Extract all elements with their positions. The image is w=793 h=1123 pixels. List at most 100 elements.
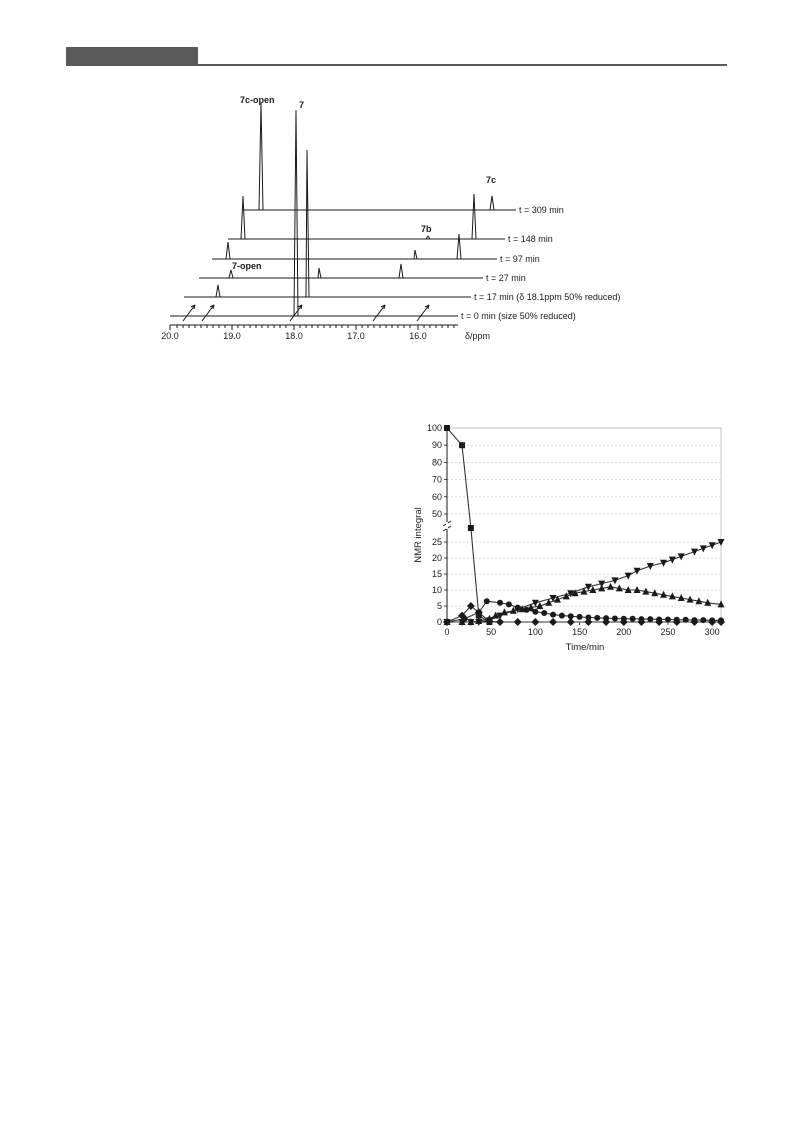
ppm-tick-label: 19.0 — [223, 331, 241, 341]
ppm-tick-label: 18.0 — [285, 331, 303, 341]
data-point-triangle-down — [646, 563, 654, 570]
data-point-circle — [647, 616, 654, 623]
ppm-tick-label: 17.0 — [347, 331, 365, 341]
data-point-triangle-down — [584, 583, 592, 591]
data-point-triangle-down — [690, 548, 698, 556]
trace-label-17: t = 17 min (δ 18.1ppm 50% reduced) — [474, 292, 620, 302]
data-point-circle — [576, 613, 583, 620]
ppm-tick-label: 16.0 — [409, 331, 427, 341]
data-point-triangle-up — [686, 595, 694, 603]
data-point-triangle-down — [633, 567, 641, 575]
data-point-triangle-down — [598, 580, 606, 588]
data-point-triangle-up — [509, 606, 517, 614]
data-point-triangle-down — [485, 617, 493, 625]
header-bar-block — [66, 47, 198, 65]
data-point-square — [467, 525, 474, 531]
data-point-triangle-up — [695, 597, 703, 605]
data-point-circle — [629, 615, 636, 622]
peak-97-c — [412, 249, 419, 260]
data-point-triangle-down — [677, 553, 685, 561]
data-point-diamond — [496, 618, 505, 626]
data-point-triangle-up — [624, 586, 632, 593]
y-tick-label: 25 — [432, 537, 442, 547]
data-point-diamond — [584, 618, 593, 626]
data-point-diamond — [717, 618, 725, 626]
data-point-triangle-down — [475, 619, 483, 626]
data-point-triangle-up — [536, 602, 544, 609]
data-point-diamond — [513, 618, 522, 626]
data-point-triangle-up — [545, 598, 553, 606]
depth-arrows — [182, 304, 430, 322]
data-point-triangle-up — [660, 590, 668, 598]
trace-label-97: t = 97 min — [500, 254, 540, 264]
x-tick-label: 150 — [572, 627, 587, 637]
data-point-diamond — [474, 608, 483, 617]
y-tick-label: 100 — [427, 423, 442, 433]
data-point-circle — [567, 613, 574, 620]
data-point-triangle-down — [514, 606, 522, 614]
data-point-circle — [497, 599, 504, 606]
x-tick-label: 0 — [444, 627, 449, 637]
data-point-circle — [664, 616, 671, 623]
trace-label-309: t = 309 min — [519, 205, 564, 215]
data-point-triangle-up — [704, 598, 712, 606]
data-point-triangle-down — [567, 590, 575, 598]
y-tick-label: 50 — [432, 509, 442, 519]
axis-break-gap — [446, 522, 448, 529]
data-point-circle — [594, 614, 601, 621]
x-tick-label: 100 — [528, 627, 543, 637]
data-point-diamond — [655, 618, 664, 626]
kinetics-grid — [447, 427, 721, 607]
data-point-triangle-down — [708, 542, 716, 550]
data-point-square — [459, 442, 466, 449]
x-axis-title: Time/min — [566, 642, 605, 653]
trace-label-0: t = 0 min (size 50% reduced) — [461, 311, 576, 321]
x-tick-label: 50 — [486, 627, 496, 637]
data-point-triangle-up — [651, 589, 659, 597]
y-axis-title: NMR integral — [413, 507, 424, 562]
ppm-axis-ticks — [169, 325, 455, 330]
peak-27-b — [316, 267, 323, 279]
data-point-diamond — [458, 611, 467, 620]
peak-148-b — [470, 193, 478, 240]
data-point-diamond — [566, 618, 575, 626]
data-point-triangle-down — [660, 559, 668, 567]
ppm-tick-label: 20.0 — [161, 331, 179, 341]
data-point-triangle-down — [611, 577, 619, 585]
y-tick-label: 10 — [432, 585, 442, 595]
header-rule — [66, 64, 727, 66]
y-tick-label: 5 — [437, 601, 442, 611]
data-point-triangle-up — [571, 589, 579, 597]
data-point-square — [444, 425, 450, 431]
data-point-circle — [682, 616, 689, 623]
nmr-stacked-spectra-figure: 7c-open 7 7c 7b 7-open t = 309 min t = 1… — [161, 95, 620, 341]
y-tick-label: 70 — [432, 475, 442, 485]
data-point-diamond — [549, 618, 558, 626]
data-point-triangle-up — [553, 595, 561, 603]
x-tick-label: 250 — [660, 627, 675, 637]
data-point-triangle-down — [699, 545, 707, 553]
data-point-triangle-down — [531, 599, 539, 607]
y-tick-label: 15 — [432, 569, 442, 579]
data-point-diamond — [602, 618, 611, 626]
y-tick-label: 60 — [432, 492, 442, 502]
x-tick-label: 200 — [616, 627, 631, 637]
data-point-circle — [585, 614, 592, 621]
data-point-circle — [505, 601, 512, 608]
data-point-diamond — [531, 618, 540, 626]
peak-27-c — [397, 263, 405, 279]
peak-17-a — [214, 284, 222, 298]
y-tick-label: 0 — [437, 617, 442, 627]
data-point-diamond — [466, 602, 475, 610]
peak-97-b — [455, 233, 463, 260]
data-point-circle — [611, 615, 618, 622]
data-point-triangle-up — [607, 582, 615, 590]
data-point-circle — [558, 612, 565, 619]
data-point-triangle-down — [458, 619, 466, 626]
peak-label-7b: 7b — [421, 224, 432, 234]
data-point-circle — [700, 617, 707, 624]
data-point-triangle-up — [518, 605, 526, 613]
kinetics-axes — [442, 427, 722, 625]
data-point-triangle-up — [492, 611, 500, 619]
